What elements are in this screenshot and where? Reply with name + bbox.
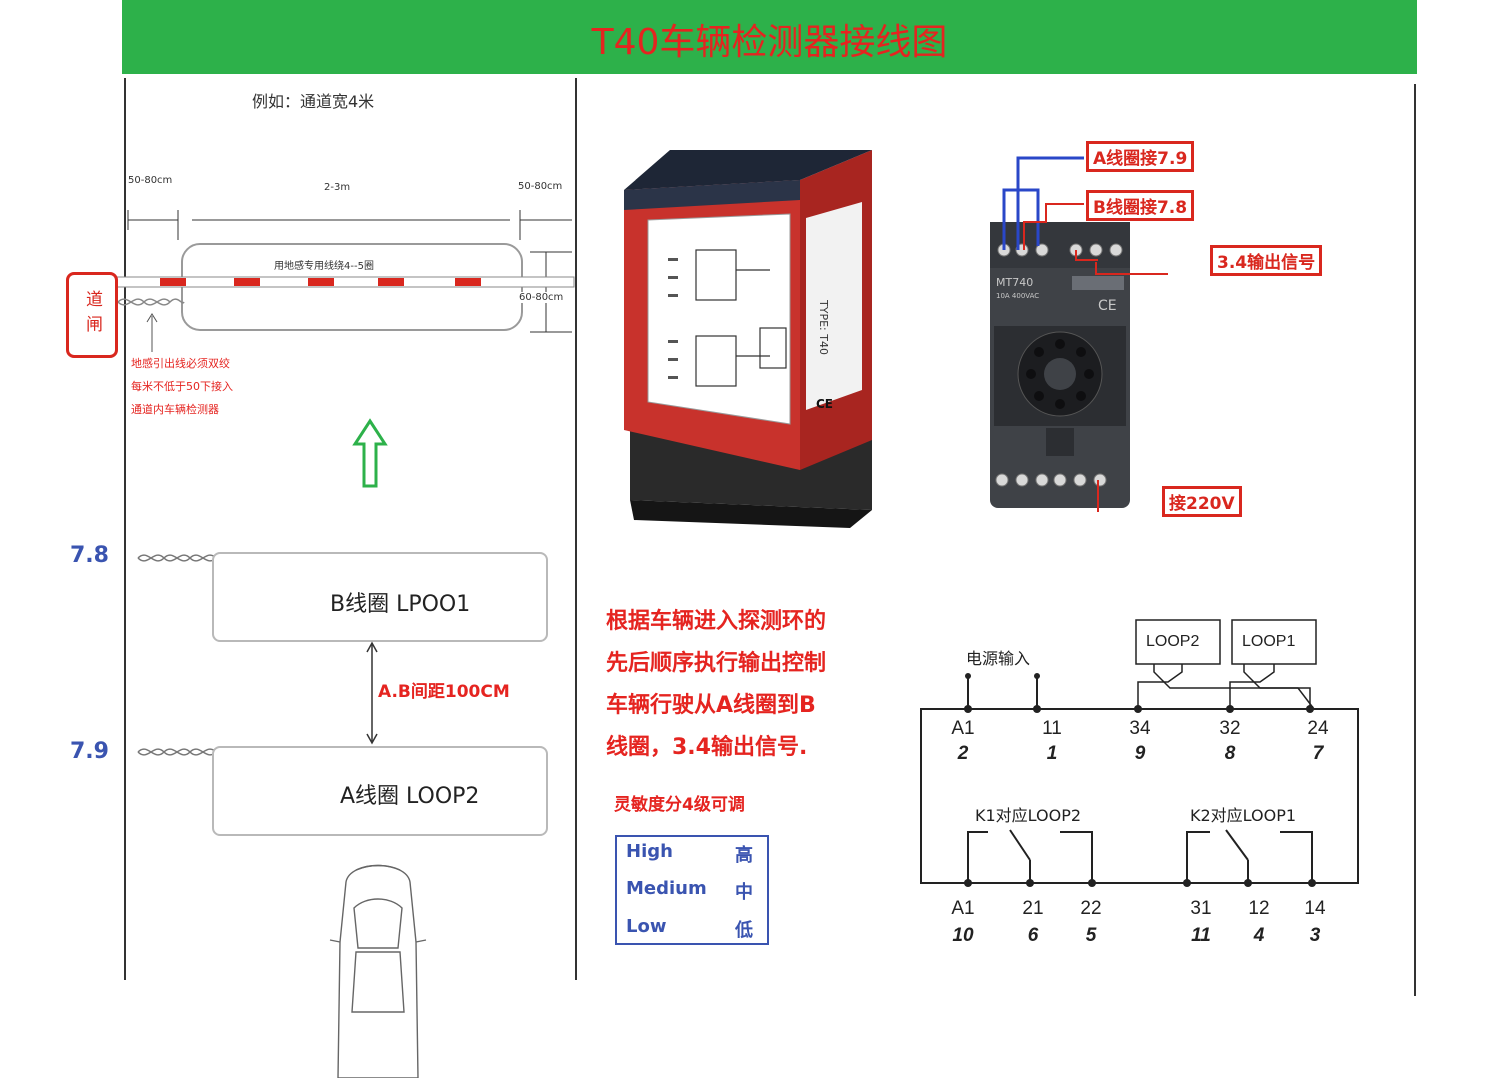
terminal-name: A1 [951, 718, 975, 739]
lead-note-line: 每米不低于50下接入 [131, 380, 233, 393]
description-line: 车辆行驶从A线圈到B [606, 693, 816, 718]
loop2-label: LOOP2 [1146, 633, 1200, 650]
terminal-name: 22 [1080, 898, 1102, 919]
terminal-name: 14 [1304, 898, 1326, 919]
gate-label: 道闸 [66, 272, 118, 358]
dim-left-label: 50-80cm [128, 175, 173, 186]
lead-note: 地感引出线必须双绞 每米不低于50下接入 通道内车辆检测器 [131, 352, 331, 421]
terminal-number: 8 [1224, 743, 1236, 764]
page-title: T40车辆检测器接线图 [591, 22, 948, 63]
right-border-line [1414, 84, 1416, 996]
dim-right-label: 50-80cm [518, 181, 563, 192]
terminal-number: 3 [1309, 925, 1321, 946]
lane-layout-diagram [113, 210, 575, 352]
center-divider-line [575, 78, 577, 980]
terminal-number: 5 [1085, 925, 1097, 946]
sensitivity-low-zh: 低 [735, 920, 753, 941]
terminal-number: 7 [1312, 743, 1324, 764]
direction-arrow-icon [352, 418, 388, 488]
spacing-arrow-icon [366, 641, 378, 745]
terminal-number: 9 [1134, 743, 1146, 764]
power-input-label: 电源输入 [966, 649, 1031, 668]
svg-text:10A 400VAC: 10A 400VAC [996, 292, 1039, 300]
sensitivity-low-en: Low [626, 916, 667, 937]
loop-winding-label: 用地感专用线绕4--5圈 [274, 261, 374, 272]
sensitivity-title: 灵敏度分4级可调 [614, 795, 745, 815]
dim-height-label: 60-80cm [519, 292, 564, 303]
example-note: 例如：通道宽4米 [252, 92, 375, 111]
terminal-number: 11 [1191, 925, 1211, 946]
description-line: 先后顺序执行输出控制 [606, 651, 827, 676]
lead-note-line: 通道内车辆检测器 [131, 403, 219, 416]
description-line: 根据车辆进入探测环的 [606, 609, 827, 634]
loop-a-number: 7.9 [70, 739, 109, 764]
callout-loop-a: A线圈接7.9 [1086, 141, 1195, 172]
sensitivity-table: High 高 Medium 中 Low 低 [615, 835, 769, 945]
device-ce-mark: CE [816, 397, 833, 411]
terminal-name: 21 [1022, 898, 1044, 919]
loop1-label: LOOP1 [1242, 633, 1296, 650]
k1-label: K1对应LOOP2 [975, 806, 1082, 825]
terminal-number: 4 [1253, 925, 1265, 946]
description-text: 根据车辆进入探测环的 先后顺序执行输出控制 车辆行驶从A线圈到B 线圈，3.4输… [606, 601, 826, 769]
sensitivity-high-en: High [626, 841, 673, 862]
t40-detector-image: TYPE: T40 CE [624, 150, 872, 528]
terminal-name: 12 [1248, 898, 1270, 919]
k2-label: K2对应LOOP1 [1190, 806, 1297, 825]
loop-spacing-label: A.B间距100CM [378, 682, 510, 702]
terminal-number: 1 [1046, 743, 1058, 764]
loop-b-number: 7.8 [70, 543, 109, 568]
loop-a-name: A线圈 LOOP2 [340, 784, 480, 809]
terminal-number: 10 [952, 925, 974, 946]
relay-base-image: MT740 10A 400VAC CE [990, 156, 1168, 512]
callout-power: 接220V [1162, 486, 1242, 517]
terminal-number: 6 [1027, 925, 1039, 946]
terminal-name: A1 [951, 898, 975, 919]
sensitivity-medium-en: Medium [626, 878, 707, 899]
terminal-number: 2 [957, 743, 969, 764]
terminal-name: 24 [1307, 718, 1329, 739]
terminal-name: 32 [1219, 718, 1241, 739]
header-bar: T40车辆检测器接线图 [122, 0, 1417, 74]
sensitivity-high-zh: 高 [735, 845, 753, 866]
description-line: 线圈，3.4输出信号. [606, 735, 808, 760]
loop-b-name: B线圈 LPOO1 [330, 592, 471, 617]
lead-note-line: 地感引出线必须双绞 [131, 357, 230, 370]
loop-a-box: A线圈 LOOP2 [212, 746, 548, 836]
loop-b-box: B线圈 LPOO1 [212, 552, 548, 642]
car-icon [329, 864, 427, 1078]
callout-output: 3.4输出信号 [1210, 245, 1323, 276]
sensitivity-medium-zh: 中 [735, 882, 753, 903]
terminal-name: 31 [1190, 898, 1212, 919]
wiring-schematic [920, 619, 1359, 887]
loop-leads [137, 554, 217, 756]
left-border-line [124, 78, 126, 980]
device-type-label: TYPE: T40 [817, 299, 830, 355]
svg-text:CE: CE [1098, 298, 1117, 314]
svg-text:MT740: MT740 [996, 276, 1033, 289]
dim-middle-label: 2-3m [324, 182, 351, 193]
terminal-name: 34 [1129, 718, 1151, 739]
callout-loop-b: B线圈接7.8 [1086, 190, 1195, 221]
terminal-name: 11 [1042, 718, 1062, 739]
